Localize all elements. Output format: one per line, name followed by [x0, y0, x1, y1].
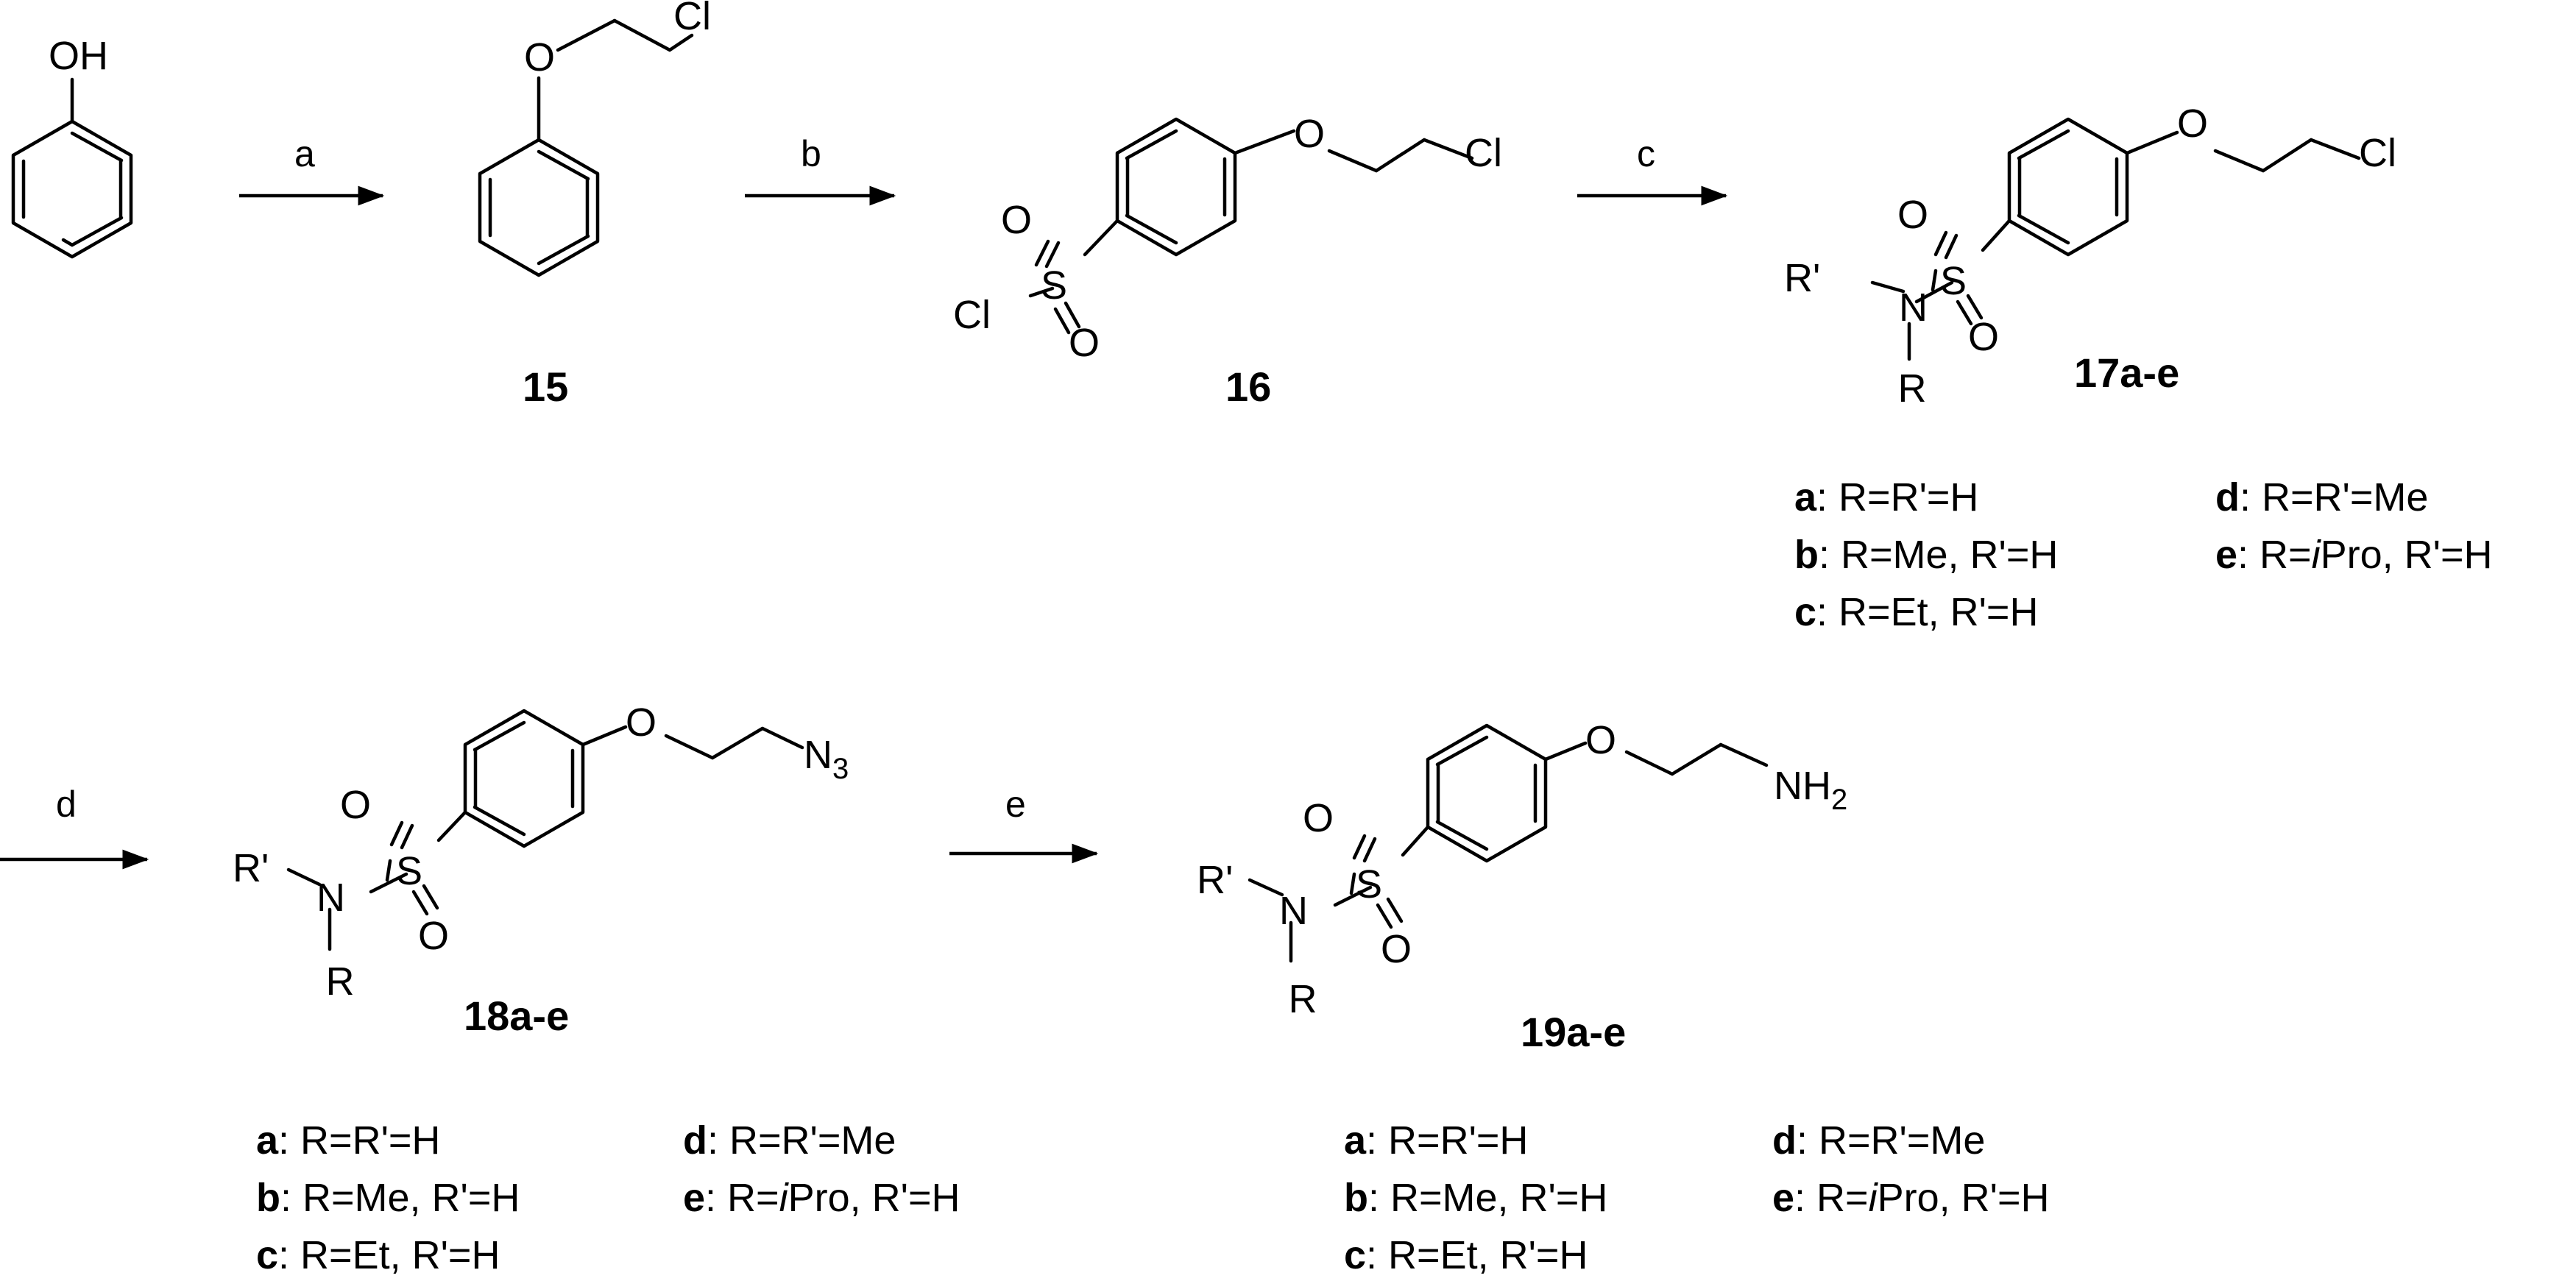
o-label-16-sulfonyl-lower: O: [1069, 321, 1100, 365]
legend-19-b: b: R=Me, R'=H: [1344, 1176, 1607, 1220]
step-b: b: [745, 133, 896, 206]
o-label-17-ether: O: [2177, 102, 2208, 146]
legend-18-d: d: R=R'=Me: [683, 1118, 896, 1163]
s-label-19: S: [1356, 862, 1382, 906]
o-label-17-sulfonyl-upper: O: [1897, 193, 1928, 237]
legend-18-a: a: R=R'=H: [256, 1118, 440, 1163]
n-label-18: N: [316, 876, 345, 920]
legend-18-b: b: R=Me, R'=H: [256, 1176, 520, 1220]
reagent-label-b: b: [801, 133, 821, 174]
r-label-19: R: [1289, 977, 1317, 1021]
r-label-17: R: [1898, 366, 1927, 411]
o-label-19-ether: O: [1585, 718, 1616, 762]
reagent-label-d: d: [56, 784, 77, 825]
o-label-19-sulfonyl-upper: O: [1303, 796, 1334, 840]
compound-18-structure: O N3 S O O N R' R 18a-e: [233, 700, 849, 1039]
legend-17-b: b: R=Me, R'=H: [1794, 533, 2058, 577]
r-label-18: R: [326, 959, 355, 1004]
step-d: d: [0, 784, 149, 870]
compound-label-19: 19a-e: [1521, 1009, 1626, 1055]
s-label-18: S: [396, 849, 422, 893]
legend-17-d: d: R=R'=Me: [2215, 475, 2428, 519]
o-label-16-ether: O: [1294, 112, 1325, 156]
legend-19-e: e: R=iPro, R'=H: [1772, 1176, 2049, 1220]
r-prime-label-17: R': [1784, 256, 1820, 300]
azide-label-18: N3: [804, 733, 849, 785]
compound-16-structure: O Cl S O O Cl 16: [953, 112, 1502, 410]
n-label-19: N: [1279, 889, 1308, 933]
compound-label-15: 15: [523, 363, 568, 410]
o-label-18-ether: O: [626, 700, 657, 745]
legend-18-c: c: R=Et, R'=H: [256, 1233, 500, 1277]
compound-label-18: 18a-e: [464, 993, 569, 1039]
o-label-19-sulfonyl-lower: O: [1381, 927, 1412, 971]
o-label-15: O: [524, 35, 555, 79]
legend-19-a: a: R=R'=H: [1344, 1118, 1528, 1163]
cl-label-16-alkyl: Cl: [1465, 131, 1502, 175]
amine-label-19: NH2: [1774, 764, 1847, 816]
step-e: e: [949, 784, 1099, 864]
cl-label-15: Cl: [673, 0, 711, 38]
r-prime-label-18: R': [233, 846, 269, 890]
cl-label-16-sulfonyl: Cl: [953, 293, 991, 337]
compound-17-structure: O Cl S O O N R' R 17a-e: [1784, 102, 2396, 411]
compound-19-structure: O NH2 S O O N R' R 19a-e: [1197, 718, 1847, 1055]
o-label-16-sulfonyl-upper: O: [1001, 198, 1032, 242]
legend-17-a: a: R=R'=H: [1794, 475, 1978, 519]
step-c: c: [1577, 133, 1728, 206]
compound-15-structure: O Cl 15: [478, 0, 711, 410]
n-label-17: N: [1899, 285, 1928, 330]
substituent-table-18: a: R=R'=H b: R=Me, R'=H c: R=Et, R'=H d:…: [256, 1118, 960, 1277]
reagent-label-c: c: [1637, 133, 1655, 174]
legend-19-d: d: R=R'=Me: [1772, 1118, 1985, 1163]
compound-label-17: 17a-e: [2074, 349, 2179, 396]
legend-17-e: e: R=iPro, R'=H: [2215, 533, 2492, 577]
cl-label-17: Cl: [2359, 131, 2396, 175]
o-label-18-sulfonyl-lower: O: [418, 914, 449, 958]
legend-19-c: c: R=Et, R'=H: [1344, 1233, 1588, 1277]
substituent-table-17: a: R=R'=H b: R=Me, R'=H c: R=Et, R'=H d:…: [1794, 475, 2492, 634]
phenol-structure: OH: [11, 34, 133, 259]
substituent-table-19: a: R=R'=H b: R=Me, R'=H c: R=Et, R'=H d:…: [1344, 1118, 2049, 1277]
s-label-16: S: [1041, 263, 1067, 308]
compound-label-16: 16: [1225, 363, 1271, 410]
reagent-label-a: a: [294, 133, 315, 174]
step-a: a: [239, 133, 385, 206]
legend-18-e: e: R=iPro, R'=H: [683, 1176, 960, 1220]
s-label-17: S: [1940, 259, 1967, 303]
phenol-oh-label: OH: [49, 34, 108, 78]
o-label-17-sulfonyl-lower: O: [1968, 315, 1999, 359]
reagent-label-e: e: [1005, 784, 1026, 825]
r-prime-label-19: R': [1197, 858, 1233, 902]
legend-17-c: c: R=Et, R'=H: [1794, 590, 2038, 634]
o-label-18-sulfonyl-upper: O: [340, 783, 371, 827]
